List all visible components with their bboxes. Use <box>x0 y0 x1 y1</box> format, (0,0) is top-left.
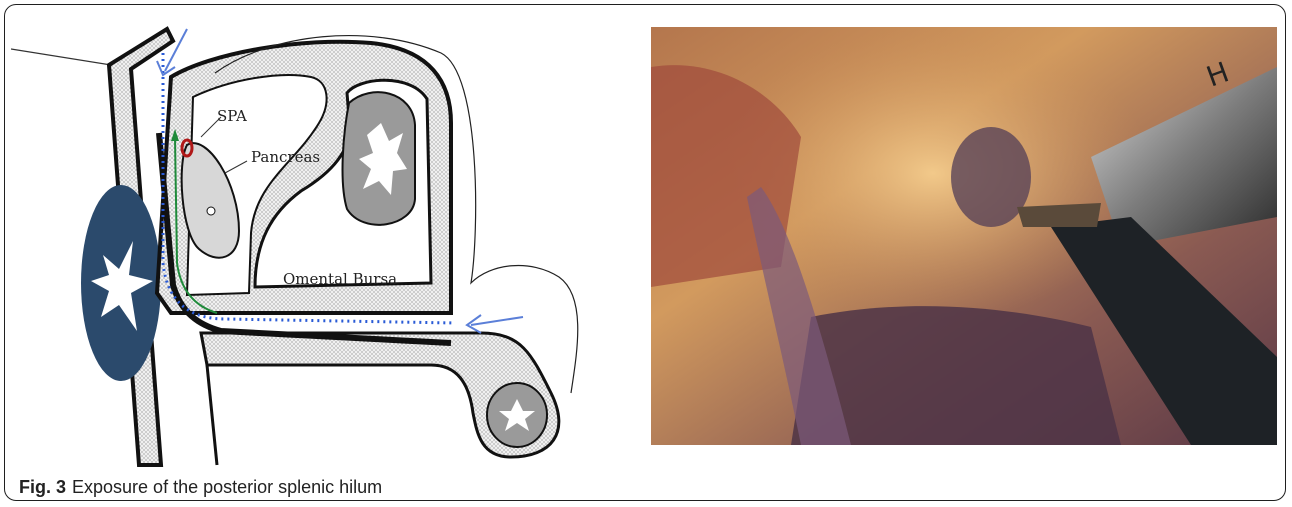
kidney <box>81 185 161 381</box>
figure-caption: Fig. 3 Exposure of the posterior splenic … <box>19 477 382 498</box>
spleen-section <box>343 92 415 225</box>
photo-instrument-jaw <box>1017 203 1101 227</box>
label-spa: SPA <box>217 107 247 125</box>
anatomy-diagram: SPA Pancreas Omental Bursa <box>11 13 631 469</box>
caption-text: Exposure of the posterior splenic hilum <box>72 477 382 497</box>
caption-label: Fig. 3 <box>19 477 66 497</box>
colon-section <box>487 383 547 447</box>
approach-arrow-right <box>467 315 523 333</box>
label-pancreas: Pancreas <box>251 148 320 166</box>
label-omental-bursa: Omental Bursa <box>283 270 397 288</box>
surgical-photo: H <box>651 27 1277 445</box>
figure-frame: SPA Pancreas Omental Bursa <box>4 4 1286 501</box>
lower-wall-left <box>207 365 217 465</box>
